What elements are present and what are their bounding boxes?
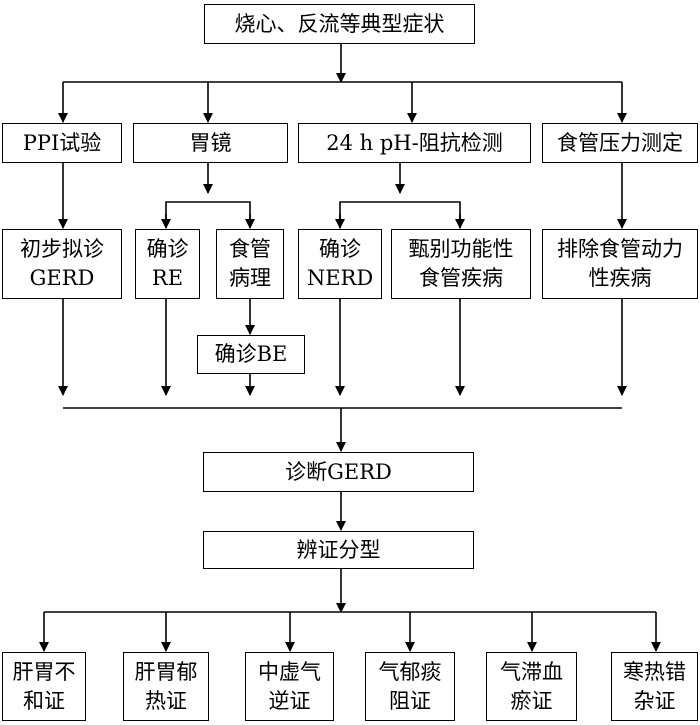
syndrome-6-line2: 杂证 xyxy=(633,688,676,713)
typical-symptoms-box: 烧心、反流等典型症状 xyxy=(204,4,475,44)
syndrome-differentiation-box: 辨证分型 xyxy=(203,531,474,569)
motility-line2: 性疾病 xyxy=(588,266,652,290)
confirm-re-line1: 确诊 xyxy=(146,237,189,261)
syndrome-6-line1: 寒热错 xyxy=(623,659,686,684)
syndrome-box-6: 寒热错 杂证 xyxy=(611,652,698,721)
ppi-test-label: PPI试验 xyxy=(22,130,102,155)
syndrome-box-5: 气滞血 瘀证 xyxy=(486,652,577,721)
syndrome-3-line2: 逆证 xyxy=(268,688,311,713)
syndrome-differentiation-label: 辨证分型 xyxy=(296,537,381,562)
syndrome-box-4: 气郁痰 阻证 xyxy=(365,652,455,721)
pathology-line1: 食管 xyxy=(229,237,271,261)
prelim-gerd-line2: GERD xyxy=(29,266,95,290)
syndrome-box-2: 肝胃郁 热证 xyxy=(123,652,209,721)
functional-line1: 甄别功能性 xyxy=(408,237,514,261)
confirm-nerd-line1: 确诊 xyxy=(319,237,361,261)
manometry-box: 食管压力测定 xyxy=(542,123,698,163)
syndrome-5-line2: 瘀证 xyxy=(510,688,553,713)
functional-disease-box: 甄别功能性 食管疾病 xyxy=(391,229,531,299)
prelim-gerd-box: 初步拟诊 GERD xyxy=(2,229,122,299)
functional-line2: 食管疾病 xyxy=(419,266,503,290)
syndrome-4-line1: 气郁痰 xyxy=(378,659,442,684)
confirm-be-box: 确诊BE xyxy=(197,335,305,374)
prelim-gerd-line1: 初步拟诊 xyxy=(20,237,104,261)
syndrome-box-3: 中虚气 逆证 xyxy=(245,652,334,721)
syndrome-2-line2: 热证 xyxy=(145,688,187,713)
confirm-re-line2: RE xyxy=(151,266,184,290)
confirm-nerd-box: 确诊 NERD xyxy=(298,229,382,299)
syndrome-4-line2: 阻证 xyxy=(389,688,431,713)
syndrome-1-line1: 肝胃不 xyxy=(12,659,76,684)
confirm-nerd-line2: NERD xyxy=(306,266,374,290)
ph-impedance-box: 24 h pH-阻抗检测 xyxy=(298,123,531,163)
endoscopy-label: 胃镜 xyxy=(189,130,232,155)
motility-disease-box: 排除食管动力 性疾病 xyxy=(542,229,698,299)
diagnose-gerd-box: 诊断GERD xyxy=(203,452,474,492)
pathology-line2: 病理 xyxy=(229,266,271,290)
branch-ph xyxy=(339,201,461,228)
endoscopy-box: 胃镜 xyxy=(133,123,288,163)
syndrome-2-line1: 肝胃郁 xyxy=(134,659,198,684)
diagnose-gerd-label: 诊断GERD xyxy=(285,459,392,484)
syndrome-3-line1: 中虚气 xyxy=(258,659,321,684)
confirm-be-label: 确诊BE xyxy=(214,342,288,366)
motility-line1: 排除食管动力 xyxy=(557,237,683,261)
syndrome-box-1: 肝胃不 和证 xyxy=(2,652,86,721)
confirm-re-box: 确诊 RE xyxy=(135,229,200,299)
manometry-label: 食管压力测定 xyxy=(557,130,683,155)
typical-symptoms-label: 烧心、反流等典型症状 xyxy=(234,11,445,36)
syndrome-5-line1: 气滞血 xyxy=(500,659,563,684)
ph-impedance-label: 24 h pH-阻抗检测 xyxy=(326,130,503,155)
syndrome-1-line2: 和证 xyxy=(23,688,65,713)
ppi-test-box: PPI试验 xyxy=(2,123,122,163)
esophageal-pathology-box: 食管 病理 xyxy=(216,229,284,299)
branch-endoscopy xyxy=(165,201,251,228)
